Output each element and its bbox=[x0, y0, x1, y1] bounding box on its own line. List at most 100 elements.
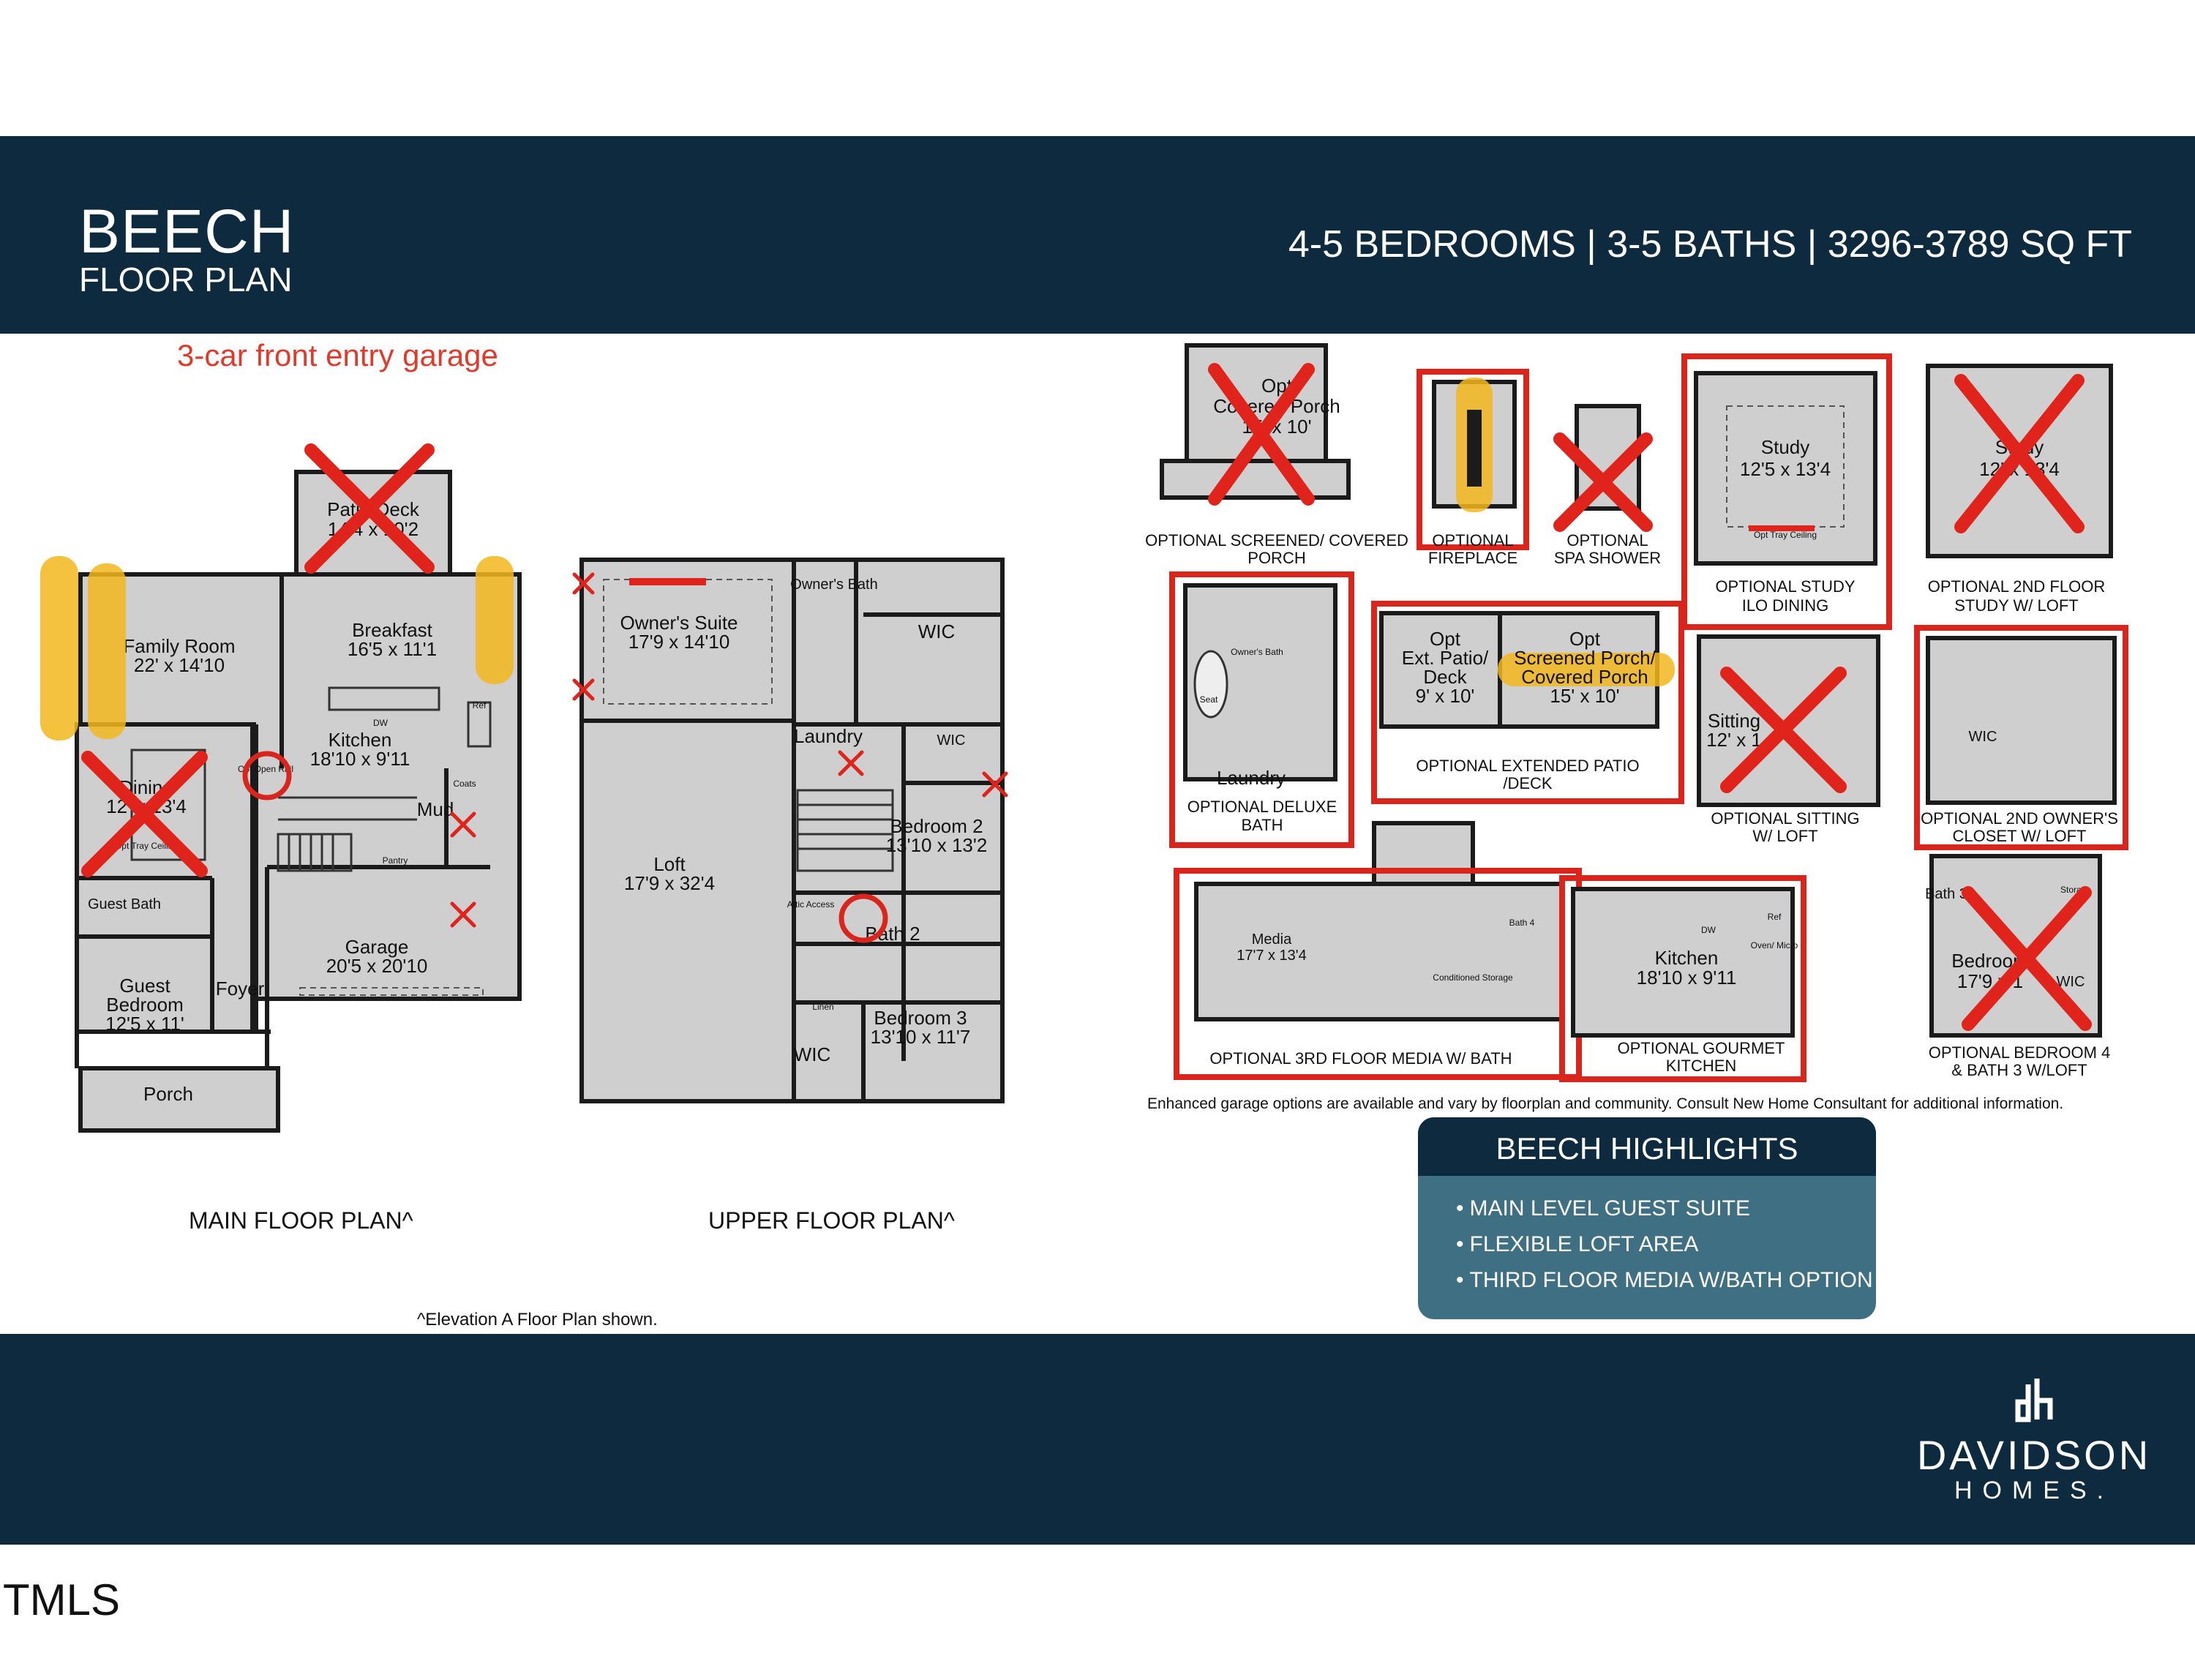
highlights-box: BEECH HIGHLIGHTS MAIN LEVEL GUEST SUITE … bbox=[1418, 1117, 1876, 1319]
option-fireplace: OPTIONAL FIREPLACE bbox=[1417, 369, 1529, 567]
ext-patio-left4: 9' x 10' bbox=[1416, 685, 1475, 707]
window-highlight-right bbox=[476, 556, 514, 684]
breakfast-label: Breakfast bbox=[352, 619, 433, 641]
laundry-label: Laundry bbox=[794, 725, 863, 747]
options-panel: Opt Covered Porch 15' x 10' OPTIONAL SCR… bbox=[1145, 343, 2128, 1082]
fireplace-highlight-left bbox=[40, 556, 78, 740]
loft-dim: 17'9 x 32'4 bbox=[624, 872, 715, 894]
gourmet-caption2: KITCHEN bbox=[1666, 1057, 1737, 1075]
upper-floor-caption: UPPER FLOOR PLAN^ bbox=[708, 1207, 955, 1234]
highlights-title: BEECH HIGHLIGHTS bbox=[1418, 1117, 1876, 1176]
elevation-note: ^Elevation A Floor Plan shown. bbox=[417, 1310, 658, 1330]
owners-suite-label: Owner's Suite bbox=[620, 612, 738, 634]
ext-patio-right1: Opt bbox=[1569, 628, 1601, 650]
ext-patio-caption1: OPTIONAL EXTENDED PATIO bbox=[1416, 757, 1639, 775]
study-dining-caption1: OPTIONAL STUDY bbox=[1715, 577, 1855, 596]
coats-label: Coats bbox=[453, 779, 476, 789]
bath2-circle bbox=[838, 893, 888, 943]
mud-x-mark bbox=[450, 811, 476, 838]
study-loft-caption2: STUDY W/ LOFT bbox=[1954, 596, 2079, 615]
study-tray-label: Opt Tray Ceiling bbox=[1754, 530, 1817, 540]
ext-patio-left1: Opt bbox=[1430, 628, 1461, 650]
deluxe-bath-caption1: OPTIONAL DELUXE bbox=[1187, 798, 1337, 816]
davidson-homes-logo: DAVIDSON HOMES. bbox=[1902, 1376, 2166, 1507]
media-dim: 17'7 x 13'4 bbox=[1237, 948, 1307, 964]
option-owners-closet: WIC OPTIONAL 2ND OWNER'S CLOSET W/ LOFT bbox=[1914, 625, 2128, 850]
logo-word-homes: HOMES. bbox=[1954, 1477, 2115, 1504]
main-floor-caption: MAIN FLOOR PLAN^ bbox=[189, 1207, 413, 1234]
sitting-caption2: W/ LOFT bbox=[1752, 827, 1817, 845]
ext-patio-right2: Screened Porch/ bbox=[1514, 647, 1656, 669]
attic-label: Attic Access bbox=[787, 899, 835, 910]
mud-label: Mud bbox=[417, 798, 454, 820]
open-rail-label: Opt Open Rail bbox=[238, 764, 293, 774]
option-sitting: Sitting 12' x 1 OPTIONAL SITTING W/ LOFT bbox=[1697, 634, 1880, 845]
garage-dim: 20'5 x 20'10 bbox=[326, 955, 428, 977]
gourmet-ref: Ref bbox=[1768, 912, 1782, 922]
sitting-caption1: OPTIONAL SITTING bbox=[1711, 809, 1859, 828]
screened-porch-caption2: PORCH bbox=[1247, 549, 1305, 567]
dw-label: DW bbox=[373, 718, 389, 728]
bath2-label: Bath 2 bbox=[865, 923, 920, 945]
ext-patio-left3: Deck bbox=[1423, 666, 1467, 688]
bedroom3-label: Bedroom 3 bbox=[874, 1007, 967, 1029]
highlight-item: MAIN LEVEL GUEST SUITE bbox=[1456, 1190, 1876, 1226]
spa-shower-caption2: SPA SHOWER bbox=[1554, 549, 1661, 567]
dining-tray-label: Opt Tray Ceiling bbox=[115, 841, 178, 851]
study-dim: 12'5 x 13'4 bbox=[1740, 458, 1831, 480]
option-bedroom4: Bath 3 Storage Bedroom 17'9 x 1 WIC OPTI… bbox=[1925, 854, 2111, 1079]
guest-bedroom-label: Guest bbox=[119, 975, 170, 997]
linen-label: Linen bbox=[812, 1002, 833, 1012]
foyer-label: Foyer bbox=[216, 978, 265, 1000]
owners-closet-caption2: CLOSET W/ LOFT bbox=[1953, 827, 2087, 845]
gourmet-oven: Oven/ Micro bbox=[1751, 940, 1798, 950]
door-x-mark bbox=[450, 901, 476, 928]
sitting-dim: 12' x 1 bbox=[1706, 729, 1762, 751]
garage-options-note: Enhanced garage options are available an… bbox=[1147, 1095, 2064, 1112]
family-room-dim: 22' x 14'10 bbox=[134, 654, 225, 676]
fireplace-caption2: FIREPLACE bbox=[1428, 549, 1517, 567]
wic2-label: WIC bbox=[937, 732, 966, 749]
option-gourmet-kitchen: Kitchen 18'10 x 9'11 DW Ref Oven/ Micro … bbox=[1559, 875, 1806, 1082]
media-bath: Bath 4 bbox=[1509, 918, 1535, 928]
option-extended-patio: Opt Ext. Patio/ Deck 9' x 10' Opt Screen… bbox=[1371, 601, 1684, 804]
deluxe-bath-seat: Seat bbox=[1200, 694, 1218, 705]
option-screened-porch: Opt Covered Porch 15' x 10' OPTIONAL SCR… bbox=[1145, 343, 1408, 567]
upper-x-4 bbox=[982, 771, 1008, 798]
porch-label: Porch bbox=[143, 1083, 193, 1105]
upper-floor-plan: Owner's Suite 17'9 x 14'10 Owner's Bath … bbox=[572, 558, 1008, 1103]
kitchen-dim: 18'10 x 9'11 bbox=[310, 748, 410, 770]
ext-patio-right4: 15' x 10' bbox=[1550, 685, 1619, 707]
wic3-label: WIC bbox=[794, 1043, 831, 1065]
fireplace-caption1: OPTIONAL bbox=[1432, 531, 1513, 550]
guest-bedroom-dim: 12'5 x 11' bbox=[105, 1013, 184, 1035]
ext-patio-left2: Ext. Patio/ bbox=[1402, 647, 1489, 669]
media-caption: OPTIONAL 3RD FLOOR MEDIA W/ BATH bbox=[1209, 1049, 1512, 1068]
bed4-caption2: & BATH 3 W/LOFT bbox=[1951, 1061, 2087, 1079]
bedroom2-label: Bedroom 2 bbox=[890, 815, 983, 837]
study-dining-caption2: ILO DINING bbox=[1742, 596, 1829, 615]
media-storage: Conditioned Storage bbox=[1433, 972, 1513, 983]
loft-label: Loft bbox=[653, 853, 686, 875]
bed4-caption1: OPTIONAL BEDROOM 4 bbox=[1929, 1043, 2111, 1062]
footer-band bbox=[0, 1334, 2195, 1545]
media-label: Media bbox=[1252, 931, 1292, 948]
option-study-loft: Study 12' x 13'4 OPTIONAL 2ND FLOOR STUD… bbox=[1926, 364, 2113, 615]
main-floor-plan: Patio/Deck 14'4 x 10'2 Family Room 22' x… bbox=[40, 443, 522, 1133]
upper-x-1 bbox=[572, 572, 595, 595]
study-label: Study bbox=[1761, 436, 1810, 458]
ref-label: Ref bbox=[473, 700, 487, 710]
option-media: Media 17'7 x 13'4 Conditioned Storage Ba… bbox=[1174, 821, 1582, 1080]
kitchen-label: Kitchen bbox=[329, 729, 392, 751]
ext-patio-caption2: /DECK bbox=[1503, 774, 1553, 792]
ext-patio-right3: Covered Porch bbox=[1521, 666, 1648, 688]
porch-area bbox=[78, 1066, 280, 1133]
study-loft-caption1: OPTIONAL 2ND FLOOR bbox=[1928, 577, 2105, 596]
garage-label: Garage bbox=[345, 936, 409, 958]
owners-suite-dim: 17'9 x 14'10 bbox=[629, 631, 730, 653]
bedroom2-dim: 13'10 x 13'2 bbox=[886, 834, 988, 856]
option-spa-shower: OPTIONAL SPA SHOWER bbox=[1553, 404, 1661, 567]
highlights-list: MAIN LEVEL GUEST SUITE FLEXIBLE LOFT ARE… bbox=[1418, 1176, 1876, 1298]
owners-closet-caption1: OPTIONAL 2ND OWNER'S bbox=[1921, 809, 2118, 828]
tmls-watermark: TMLS bbox=[3, 1575, 121, 1624]
